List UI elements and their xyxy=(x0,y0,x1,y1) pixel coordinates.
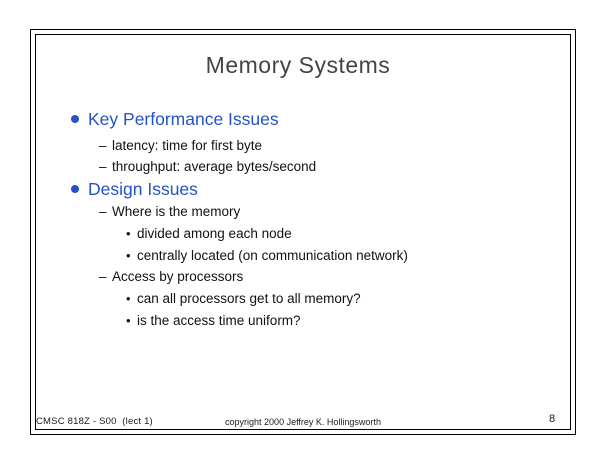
slide-title: Memory Systems xyxy=(205,52,391,78)
bullet-dot-icon xyxy=(71,115,79,123)
footer-course-label: CMSC 818Z - S00 (lect 1) xyxy=(36,416,153,427)
bullet-level3-label: divided among each node xyxy=(137,226,292,241)
dash-icon: – xyxy=(99,138,107,153)
slide-outer-border xyxy=(30,29,576,435)
bullet-level1-label: Design Issues xyxy=(88,179,198,199)
slide-inner-border xyxy=(35,34,571,430)
bullet-level2-label: latency: time for first byte xyxy=(112,138,263,153)
small-bullet-icon: • xyxy=(126,313,131,328)
footer-copyright: copyright 2000 Jeffrey K. Hollingsworth xyxy=(225,417,381,427)
bullet-level2-label: throughput: average bytes/second xyxy=(112,159,317,174)
small-bullet-icon: • xyxy=(126,248,131,263)
bullet-level3-label: is the access time uniform? xyxy=(137,313,301,328)
bullet-level2-label: Access by processors xyxy=(112,269,244,284)
bullet-level3-label: centrally located (on communication netw… xyxy=(137,248,408,263)
dash-icon: – xyxy=(99,204,107,219)
small-bullet-icon: • xyxy=(126,291,131,306)
page-number: 8 xyxy=(548,413,556,425)
small-bullet-icon: • xyxy=(126,226,131,241)
bullet-level2-label: Where is the memory xyxy=(112,204,241,219)
dash-icon: – xyxy=(99,269,107,284)
bullet-dot-icon xyxy=(71,185,79,193)
bullet-level1-label: Key Performance Issues xyxy=(88,109,279,129)
bullet-level3-label: can all processors get to all memory? xyxy=(137,291,361,306)
dash-icon: – xyxy=(99,159,107,174)
